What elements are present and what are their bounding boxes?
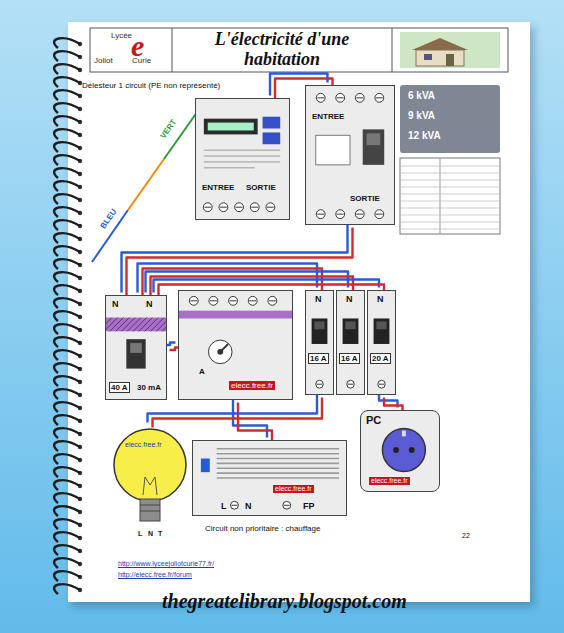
device-label: elecc.free.fr (273, 485, 314, 493)
text-label: Délesteur 1 circuit (PE non représenté) (82, 81, 220, 90)
lamp-drawing (105, 425, 195, 525)
load-shedder: Aelecc.free.fr (178, 290, 293, 400)
wire-pair (233, 398, 272, 443)
text-label: T (158, 530, 162, 538)
power-panel (400, 85, 500, 153)
text-label: 12 kVA (408, 130, 441, 142)
lamp: elecc.free.fr (105, 425, 195, 525)
device-label: L (221, 501, 227, 511)
device-label: elecc.free.fr (125, 441, 162, 449)
wire-pair (122, 223, 353, 298)
wire (153, 398, 323, 428)
tariff-diagonal (92, 108, 200, 262)
main-breaker-drawing (306, 86, 394, 224)
diagram-title: L'électricité d'une habitation (176, 29, 388, 69)
device-label: 16 A (339, 353, 360, 364)
device-label: 20 A (370, 353, 391, 364)
device-label: SORTIE (246, 183, 276, 192)
house-picture (400, 32, 500, 68)
text-label: Lycée (111, 31, 132, 40)
electricity-meter-drawing (196, 99, 289, 219)
electricity-meter: ENTREE SORTIE (195, 98, 290, 220)
device-label: N (315, 294, 322, 304)
device-label: 16 A (308, 353, 329, 364)
device-label: N (245, 501, 252, 511)
main-breaker: ENTREE SORTIE (305, 85, 395, 225)
electric-radiator-drawing (193, 441, 346, 515)
device-label: FP (303, 501, 315, 511)
device-label: N (146, 299, 153, 309)
device-label: N (112, 299, 119, 309)
circuit-breaker-drawing (368, 291, 395, 394)
device-label: A (199, 367, 205, 376)
watermark: thegreatelibrary.blogspot.com (162, 590, 407, 613)
device-label: elecc.free.fr (369, 477, 410, 485)
device-label: SORTIE (350, 194, 380, 203)
circuit-breaker-drawing (306, 291, 333, 394)
text-label: http://www.lyceejoliotcurie77.fr/ (118, 560, 214, 568)
circuit-breaker: N 20 A (367, 290, 396, 395)
device-label: ENTREE (202, 183, 234, 192)
device-label: 30 mA (137, 383, 161, 392)
rating-table (400, 158, 500, 234)
text-label: N (148, 530, 153, 538)
circuit-breaker: N 16 A (305, 290, 334, 395)
text-label: 6 kVA (408, 90, 435, 102)
wire (127, 228, 353, 298)
logo-letter: e (131, 31, 144, 61)
power-socket: PC elecc.free.fr (360, 410, 440, 492)
electric-radiator: elecc.free.frL N FP (192, 440, 347, 516)
text-label: Circuit non prioritaire : chauffage (205, 524, 320, 533)
text-label: 22 (462, 532, 470, 540)
text-label: Joliot (94, 56, 113, 65)
device-label: elecc.free.fr (229, 381, 275, 390)
circuit-breaker-drawing (337, 291, 364, 394)
device-label: ENTREE (312, 112, 344, 121)
device-label: 40 A (109, 382, 130, 393)
device-label: N (377, 294, 384, 304)
device-label: N (346, 294, 353, 304)
circuit-breaker: N 16 A (336, 290, 365, 395)
text-label: http://elecc.free.fr/forum (118, 571, 192, 579)
device-label: PC (366, 414, 381, 427)
wire (238, 403, 272, 443)
text-label: 9 kVA (408, 110, 435, 122)
differential-switch: N N 40 A 30 mA (105, 295, 167, 400)
text-label: L (138, 530, 142, 538)
